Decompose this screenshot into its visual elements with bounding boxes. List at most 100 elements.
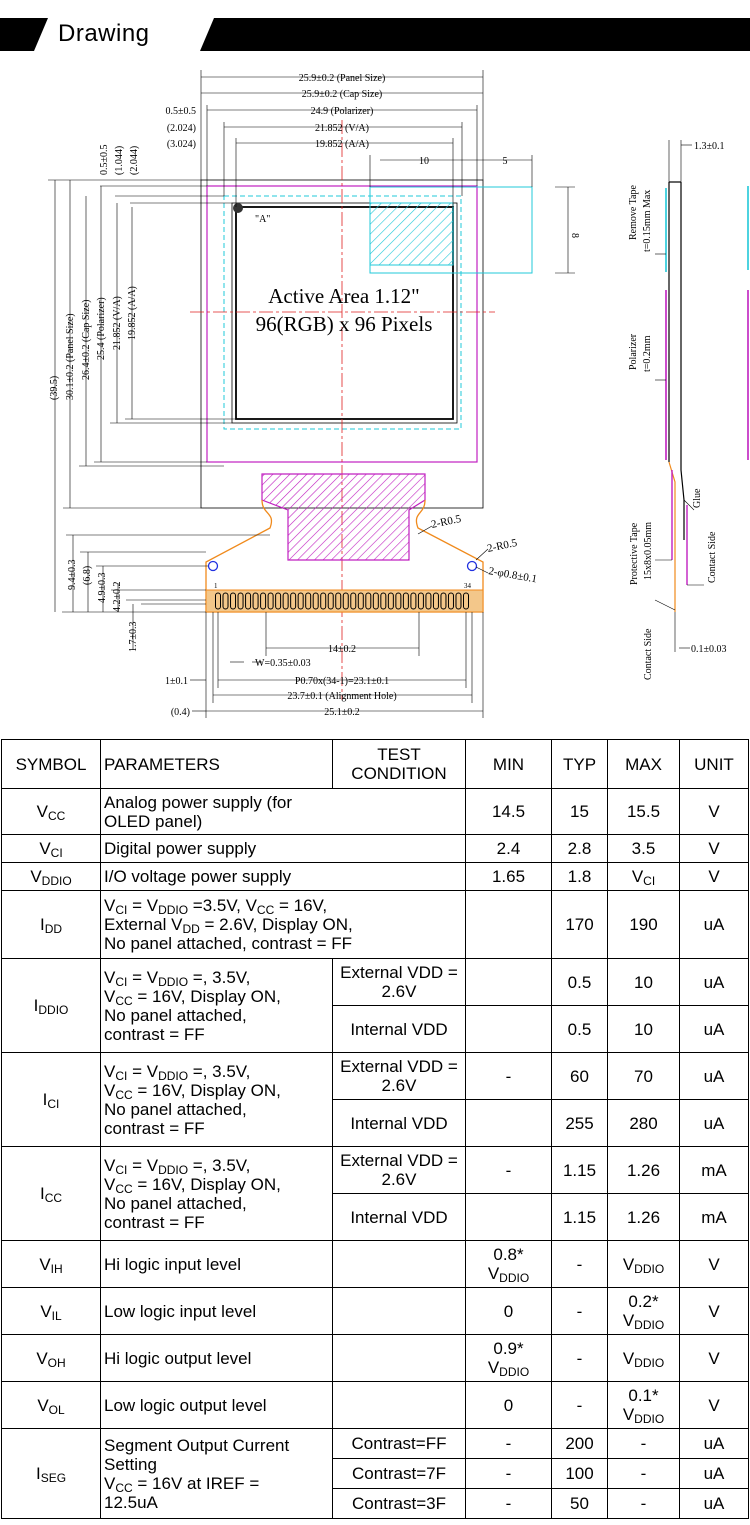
radius-label-b: 2-R0.5 <box>486 537 519 555</box>
param-iddio: VCI = VDDIO =, 3.5V,VCC = 16V, Display O… <box>100 958 333 1053</box>
fpc-pin <box>380 592 387 610</box>
fpc-pin <box>342 592 349 610</box>
fpc-pin <box>350 592 357 610</box>
symbol-iseg: ISEG <box>1 1428 101 1519</box>
dim-left-3024: (3.024) <box>167 139 196 150</box>
max-vci: 3.5 <box>607 834 680 863</box>
min-vol: 0 <box>465 1381 552 1429</box>
param-idd: VCI = VDDIO =3.5V, VCC = 16V,External VD… <box>100 890 466 959</box>
unit-ici-b: uA <box>679 1099 749 1147</box>
max-iseg-3f: - <box>607 1488 680 1519</box>
typ-vol: - <box>551 1381 608 1429</box>
typ-icc-a: 1.15 <box>551 1146 608 1194</box>
fpc-pin <box>365 592 372 610</box>
min-vci: 2.4 <box>465 834 552 863</box>
fpc-pin <box>267 592 274 610</box>
param-vci: Digital power supply <box>100 834 466 863</box>
unit-vci: V <box>679 834 749 863</box>
header-test-condition: TEST CONDITION <box>332 739 466 789</box>
header-min: MIN <box>465 739 552 789</box>
dim-top-05: 0.5±0.5 <box>99 145 110 176</box>
table-row: Internal VDD 255 280 uA <box>2 1099 749 1147</box>
fpc-pin <box>245 592 252 610</box>
typ-idd: 170 <box>551 890 608 959</box>
symbol-vci: VCI <box>1 834 101 863</box>
fpc-pin <box>455 592 462 610</box>
cond-iseg-3f: Contrast=3F <box>332 1488 466 1519</box>
dim-polarizer-vertical: 25.4 (Polarizer) <box>96 297 107 360</box>
fpc-pin <box>463 592 469 610</box>
dim-5: 5 <box>503 156 508 167</box>
min-vddio: 1.65 <box>465 862 552 891</box>
dim-8: 8 <box>569 233 580 238</box>
min-vil: 0 <box>465 1287 552 1335</box>
cond-iddio-external: External VDD = 2.6V <box>332 958 466 1006</box>
min-icc-a: - <box>465 1146 552 1194</box>
table-header-row: SYMBOL PARAMETERS TEST CONDITION MIN TYP… <box>1 739 749 789</box>
param-vol: Low logic output level <box>100 1381 333 1429</box>
param-voh: Hi logic output level <box>100 1334 333 1382</box>
remove-tape-thickness: t=0.15mm Max <box>642 190 653 252</box>
cond-vil <box>332 1287 466 1335</box>
typ-vcc: 15 <box>551 788 608 835</box>
fpc-pin <box>357 592 364 610</box>
dim-polarizer: 24.9 (Polarizer) <box>311 106 374 117</box>
min-iseg-ff: - <box>465 1428 552 1459</box>
table-row: VOL Low logic output level 0 - 0.1*VDDIO… <box>1 1381 749 1429</box>
section-header-bar <box>0 18 750 51</box>
glue-label: Glue <box>692 488 703 508</box>
fpc-pin <box>417 592 424 610</box>
max-vil: 0.2*VDDIO <box>607 1287 680 1335</box>
fpc-pin <box>215 592 221 610</box>
table-row: VIL Low logic input level 0 - 0.2*VDDIO … <box>1 1287 749 1335</box>
symbol-vil: VIL <box>1 1287 101 1335</box>
fpc-pin <box>305 592 312 610</box>
dim-top-2044: (2.044) <box>129 146 140 175</box>
symbol-vcc: VCC <box>1 788 101 835</box>
unit-icc-a: mA <box>679 1146 749 1194</box>
dim-top-1044: (1.044) <box>114 146 125 175</box>
unit-iseg-3f: uA <box>679 1488 749 1519</box>
param-vih: Hi logic input level <box>100 1240 333 1288</box>
dim-14: 14±0.2 <box>328 644 356 655</box>
dim-0-4: (0.4) <box>171 707 190 718</box>
table-row: Internal VDD 1.15 1.26 mA <box>2 1193 749 1241</box>
active-area-pixels: 96(RGB) x 96 Pixels <box>256 312 433 336</box>
dim-va-vertical: 21.852 (V/A) <box>112 296 123 350</box>
dim-pitch: P0.70x(34-1)=23.1±0.1 <box>295 676 389 687</box>
param-ici: VCI = VDDIO =, 3.5V,VCC = 16V, Display O… <box>100 1052 333 1147</box>
dim-9-4: 9.4±0.3 <box>67 560 78 591</box>
cond-vol <box>332 1381 466 1429</box>
fpc-pin <box>440 592 447 610</box>
contact-side-label-b: Contact Side <box>643 628 654 680</box>
max-ici-b: 280 <box>607 1099 680 1147</box>
cond-iseg-ff: Contrast=FF <box>332 1428 466 1459</box>
fpc-pin <box>222 592 229 610</box>
dim-aa-vertical: 19.852 (A/A) <box>127 286 138 340</box>
active-area-label: Active Area 1.12" <box>268 284 419 308</box>
unit-iddio-b: uA <box>679 1005 749 1053</box>
polarizer-label: Polarizer <box>628 333 639 370</box>
max-vddio: VCI <box>607 862 680 891</box>
cond-voh <box>332 1334 466 1382</box>
max-iseg-ff: - <box>607 1428 680 1459</box>
dim-fpc-width: 25.1±0.2 <box>324 707 360 718</box>
symbol-icc: ICC <box>1 1146 101 1241</box>
protective-tape-size: 15x8x0.05mm <box>643 522 654 580</box>
unit-iseg-ff: uA <box>679 1428 749 1459</box>
protective-tape-label: Protective Tape <box>629 522 640 585</box>
dim-4-9: 4.9±0.3 <box>97 573 108 604</box>
point-a-label: "A" <box>255 214 270 225</box>
unit-iseg-7f: uA <box>679 1458 749 1489</box>
typ-iseg-3f: 50 <box>551 1488 608 1519</box>
dim-cap-size: 25.9±0.2 (Cap Size) <box>302 89 382 100</box>
hole-diameter-label: 2-φ0.8±0.1 <box>487 565 537 585</box>
max-vol: 0.1*VDDIO <box>607 1381 680 1429</box>
min-iseg-3f: - <box>465 1488 552 1519</box>
fpc-pin <box>447 592 454 610</box>
param-vddio: I/O voltage power supply <box>100 862 466 891</box>
symbol-vol: VOL <box>1 1381 101 1429</box>
polarizer-thickness: t=0.2mm <box>642 335 653 372</box>
typ-vil: - <box>551 1287 608 1335</box>
